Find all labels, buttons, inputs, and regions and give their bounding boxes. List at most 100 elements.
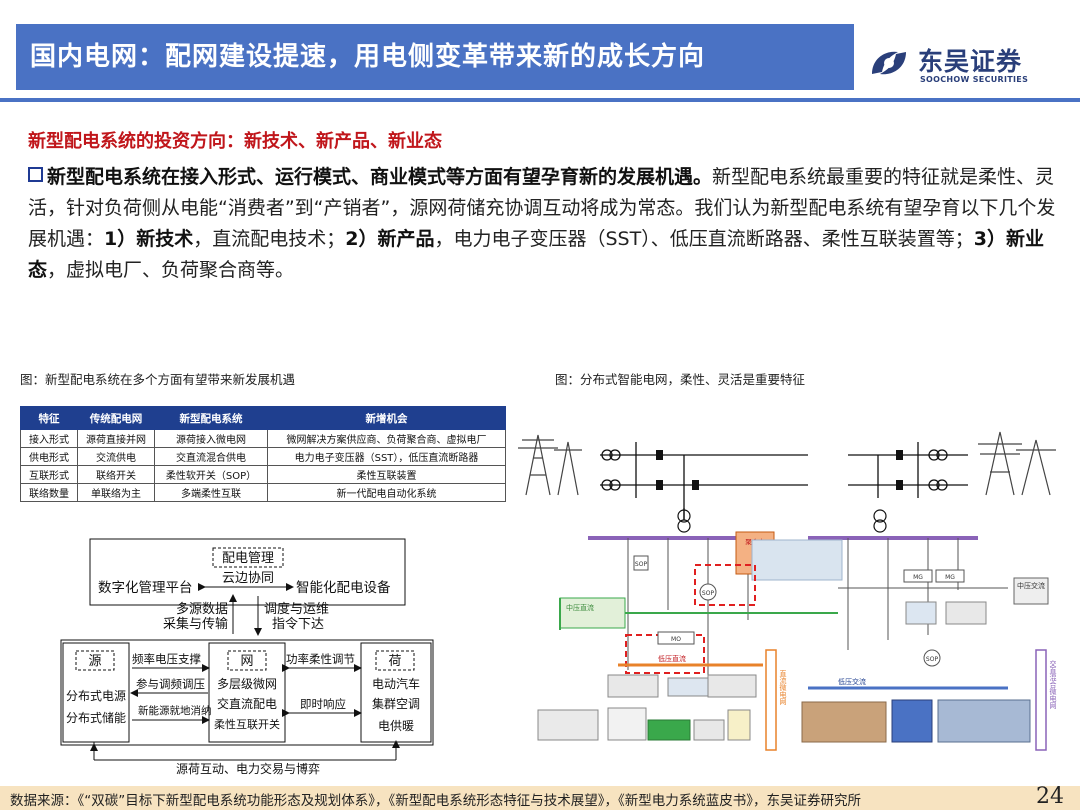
power-flow-label: 功率柔性调节 — [286, 652, 355, 666]
table-cell: 接入形式 — [20, 429, 78, 448]
hybrid-microgrid-label: 交直混合微电网 — [1049, 659, 1057, 710]
table-header-cell: 新增机会 — [267, 406, 506, 430]
distributed-source-label: 分布式电源 — [66, 689, 126, 703]
smart-meter-icon — [891, 699, 933, 743]
freq-reg-label: 参与调频调压 — [136, 677, 205, 691]
table-header-cell: 新型配电系统 — [154, 406, 268, 430]
highlight-lv-dc-box — [625, 634, 705, 674]
source-column — [62, 642, 130, 743]
lead-sentence: 新型配电系统在接入形式、运行模式、商业模式等方面有望孕育新的发展机遇。 — [47, 166, 713, 188]
footer: 数据来源：《“双碳”目标下新型配电系统功能形态及规划体系》，《新型配电系统形态特… — [0, 784, 1080, 810]
fridge-icon — [607, 707, 647, 741]
table-header-cell: 传统配电网 — [77, 406, 155, 430]
mv-ac-box — [1013, 577, 1049, 605]
table-header-cell: 特征 — [20, 406, 78, 430]
right-figure-caption: 图：分布式智能电网，柔性、灵活是重要特征 — [555, 372, 806, 387]
smart-device-label: 智能化配电设备 — [296, 579, 391, 596]
grid-label: 网 — [240, 654, 253, 669]
table-row: 供电形式 交流供电 交直流混合供电 电力电子变压器（SST），低压直流断路器 — [20, 447, 506, 466]
freq-support-label: 频率电压支撑 — [132, 652, 201, 666]
distributed-grid-figure: SOP SOP SOP 聚合充 中压直流 MG MG 中压交流 MO 低压直流 … — [518, 431, 1057, 751]
table-row: 互联形式 联络开关 柔性软开关（SOP） 柔性互联装置 — [20, 465, 506, 484]
mv-dc-label: 中压直流 — [566, 603, 594, 612]
mv-ac-label: 中压交流 — [1017, 581, 1045, 590]
body-paragraph: 新型配电系统在接入形式、运行模式、商业模式等方面有望孕育新的发展机遇。新型配电系… — [28, 162, 1058, 286]
mg-label: MG — [945, 574, 955, 581]
lamp-icon — [727, 709, 751, 741]
table-cell: 交直流混合供电 — [154, 447, 268, 466]
table-cell: 新一代配电自动化系统 — [267, 483, 506, 502]
multi-source-data-label: 多源数据 — [176, 601, 228, 617]
mo-label: MO — [671, 636, 681, 643]
point-1-text: ，直流配电技术； — [193, 228, 346, 250]
table-cell: 柔性软开关（SOP） — [154, 465, 268, 484]
digital-platform-label: 数字化管理平台 — [98, 580, 193, 596]
sop-node: SOP — [923, 649, 941, 667]
washer-icon — [693, 719, 725, 741]
lv-dc-label: 低压直流 — [658, 654, 686, 663]
table-cell: 供电形式 — [20, 447, 78, 466]
table-cell: 单联络为主 — [77, 483, 155, 502]
sop-node: SOP — [699, 583, 717, 601]
brand-name-cn: 东吴证券 — [918, 47, 1023, 76]
table-cell: 联络开关 — [77, 465, 155, 484]
table-header-row: 特征 传统配电网 新型配电系统 新增机会 — [20, 406, 506, 430]
square-bullet-icon — [28, 167, 43, 182]
collection-label: 采集与传输 — [163, 616, 228, 632]
dc-microgrid-label: 直流微电网 — [779, 669, 787, 706]
flexible-switch-label: 柔性互联开关 — [214, 717, 280, 731]
grid-frame — [60, 639, 434, 746]
point-2-label: 2）新产品 — [345, 228, 435, 250]
opportunity-table: 特征 传统配电网 新型配电系统 新增机会 接入形式 源荷直接并网 源荷接入微电网… — [20, 406, 506, 502]
brand-logo: 东吴证券 SOOCHOW SECURITIES — [868, 40, 1068, 90]
table-cell: 源荷接入微电网 — [154, 429, 268, 448]
table-cell: 电力电子变压器（SST），低压直流断路器 — [267, 447, 506, 466]
highlight-sop-box — [694, 564, 756, 606]
point-3-text: ，虚拟电厂、负荷聚合商等。 — [47, 259, 295, 281]
lv-ac-label: 低压交流 — [838, 677, 866, 686]
residential-building-icon — [801, 701, 887, 743]
table-cell: 多端柔性互联 — [154, 483, 268, 502]
pv-panel-icon — [707, 674, 757, 698]
sop-node: SOP — [633, 555, 649, 571]
transmission-tower-icon — [518, 434, 582, 496]
point-3-label: 3）新业态 — [28, 228, 1044, 281]
acdc-distribution-label: 交直流配电 — [217, 696, 277, 711]
point-2-text: ，电力电子变压器（SST）、低压直流断路器、柔性互联装置等； — [434, 228, 974, 250]
load-label: 荷 — [388, 654, 401, 669]
table-cell: 交流供电 — [77, 447, 155, 466]
brand-name-en: SOOCHOW SECURITIES — [920, 75, 1029, 84]
sop-label: SOP — [926, 656, 939, 663]
point-1-label: 1）新技术 — [104, 228, 194, 250]
distribution-architecture-diagram: 配电管理 云边协同 数字化管理平台 智能化配电设备 多源数据 采集与传输 调度与… — [60, 538, 434, 775]
table-cell: 柔性互联装置 — [267, 465, 506, 484]
left-figure-caption: 图：新型配电系统在多个方面有望带来新发展机遇 — [20, 372, 296, 387]
grid-column — [208, 642, 286, 743]
source-label: 源 — [88, 654, 101, 669]
ev-station-image — [751, 539, 843, 581]
soochow-logo-icon — [872, 51, 906, 75]
table-row: 接入形式 源荷直接并网 源荷接入微电网 微网解决方案供应商、负荷聚合商、虚拟电厂 — [20, 429, 506, 448]
command-label: 指令下达 — [272, 617, 324, 632]
management-frame — [89, 538, 406, 606]
header: 国内电网：配网建设提速，用电侧变革带来新的成长方向 东吴证券 SOOCHOW S… — [0, 0, 1080, 98]
management-box — [212, 547, 284, 568]
electric-car-icon — [647, 719, 691, 741]
cloud-edge-label: 云边协同 — [222, 571, 274, 586]
new-energy-label: 新能源就地消纳 — [138, 704, 212, 717]
table-cell: 源荷直接并网 — [77, 429, 155, 448]
cluster-ac-label: 集群空调 — [372, 696, 420, 711]
interaction-label: 源荷互动、电力交易与博弈 — [176, 761, 320, 775]
instant-response-label: 即时响应 — [300, 697, 346, 711]
hybrid-microgrid-bracket — [1035, 649, 1047, 751]
sop-label: SOP — [635, 561, 648, 568]
dispatch-label: 调度与运维 — [264, 601, 329, 617]
table-cell: 联络数量 — [20, 483, 78, 502]
body-text: 新型配电系统最重要的特征就是柔性、灵活，针对负荷侧从电能“消费者”到“产销者”，… — [28, 166, 1056, 250]
mg-label: MG — [913, 574, 923, 581]
section-heading: 新型配电系统的投资方向：新技术、新产品、新业态 — [28, 131, 442, 152]
table-cell: 微网解决方案供应商、负荷聚合商、虚拟电厂 — [267, 429, 506, 448]
sop-label: SOP — [702, 590, 715, 597]
building-icon — [945, 601, 987, 625]
dc-microgrid-bracket — [765, 649, 777, 751]
